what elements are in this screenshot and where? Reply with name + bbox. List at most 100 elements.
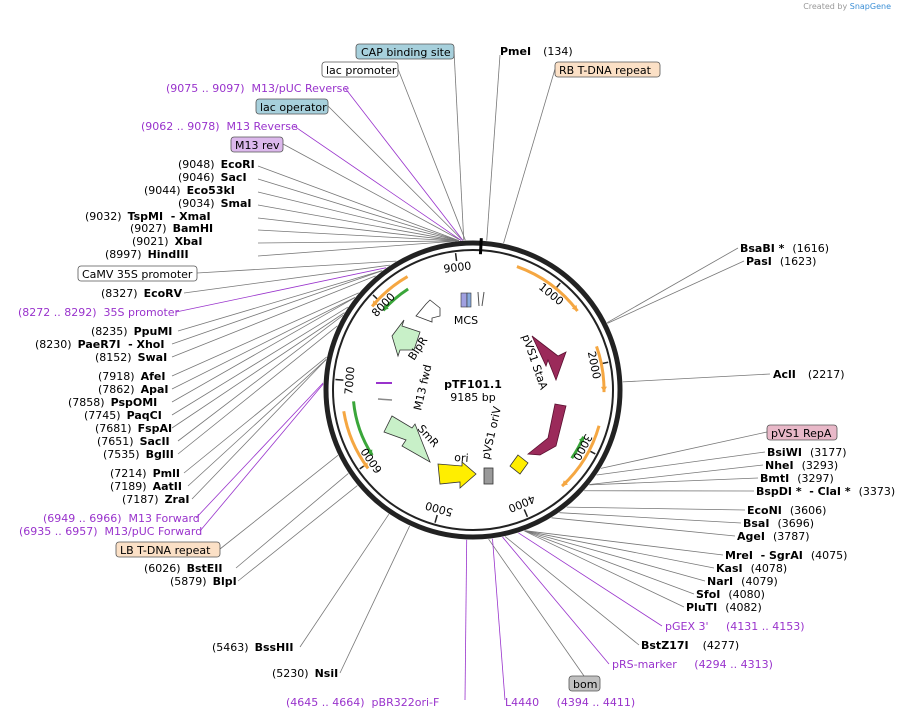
site-acli[interactable]: AclI(2217) — [773, 368, 844, 381]
connector-site-12 — [171, 275, 376, 358]
connector-site-18 — [177, 314, 344, 442]
primer-m13-puc-forward[interactable]: (6935 .. 6957) M13/pUC Forward — [19, 525, 202, 538]
primer-prs-marker[interactable]: pRS-marker (4294 .. 4313) — [612, 658, 773, 671]
connector-site-15 — [171, 297, 355, 403]
site-nhei[interactable]: NheI(3293) — [765, 459, 838, 472]
feature-lb-t-dna-repeat[interactable]: LB T-DNA repeat — [115, 541, 221, 558]
site-ppumi[interactable]: (8235)PpuMI — [91, 325, 172, 338]
connector-primer-3 — [195, 382, 324, 519]
primer-m13-forward[interactable]: (6949 .. 6966) M13 Forward — [43, 512, 200, 525]
connector-site-19 — [177, 325, 338, 455]
svg-text:M13 rev: M13 rev — [235, 139, 280, 152]
site-smai[interactable]: (9034)SmaI — [178, 197, 251, 210]
connector-site-4 — [257, 204, 458, 242]
site-nsii[interactable]: (5230)NsiI — [272, 667, 338, 680]
site-saci[interactable]: (9046)SacI — [178, 171, 247, 184]
site-pluti[interactable]: PluTI(4082) — [686, 601, 762, 614]
site-econi[interactable]: EcoNI(3606) — [747, 504, 826, 517]
site-hindiii[interactable]: (8997)HindIII — [105, 248, 189, 261]
connector-site-2 — [257, 178, 459, 242]
site-sacii[interactable]: (7651)SacII — [97, 435, 170, 448]
feature-label-mcs: MCS — [454, 314, 478, 327]
primer-l4440[interactable]: L4440 (4394 .. 4411) — [505, 696, 635, 709]
site-sfoi[interactable]: SfoI(4080) — [696, 588, 765, 601]
primer-pbr322ori-f[interactable]: (4645 .. 4664) pBR322ori-F — [286, 696, 439, 709]
connector-site-25 — [299, 513, 390, 648]
svg-text:LB T-DNA repeat: LB T-DNA repeat — [120, 544, 211, 557]
connector-site-10 — [177, 270, 383, 332]
site-bsai[interactable]: BsaI(3696) — [743, 517, 814, 530]
feature-label-m13-fwd: M13 fwd — [411, 363, 434, 411]
site-blpi[interactable]: (5879)BlpI — [170, 575, 237, 588]
site-bamhi[interactable]: (9027)BamHI — [130, 222, 213, 235]
feature-lac-operator[interactable]: lac operator — [255, 98, 329, 115]
snapgene-watermark: Created by SnapGene — [803, 2, 891, 11]
ring-tick-label-9000: 9000 — [443, 259, 472, 275]
feature-camv-35s-promoter[interactable]: CaMV 35S promoter — [77, 265, 198, 282]
feature-arc-orange-2-head — [600, 386, 607, 393]
site-bstz17i[interactable]: BstZ17I(4277) — [641, 639, 739, 652]
connector-box-8 — [488, 538, 585, 677]
feature-pvs1-repa-arrow — [526, 403, 567, 456]
ring-tick-9000 — [454, 253, 458, 262]
site-aatii[interactable]: (7189)AatII — [110, 480, 182, 493]
primer-m13-puc-reverse[interactable]: (9075 .. 9097) M13/pUC Reverse — [166, 82, 349, 95]
site-afei[interactable]: (7918)AfeI — [98, 370, 165, 383]
site-pmei[interactable]: PmeI(134) — [500, 45, 573, 58]
ring-tick-label-5000: 5000 — [424, 499, 454, 519]
site-pasi[interactable]: PasI(1623) — [746, 255, 816, 268]
feature-arc-orange-1 — [516, 265, 579, 312]
site-bsiwi[interactable]: BsiWI(3177) — [767, 446, 847, 459]
feature-label-ori: ori — [454, 451, 469, 465]
connector-site-20 — [183, 356, 327, 474]
site-zrai[interactable]: (7187)ZraI — [122, 493, 190, 506]
site-ecorv[interactable]: (8327)EcoRV — [101, 287, 183, 300]
feature-rb-t-dna-repeat[interactable]: RB T-DNA repeat — [554, 61, 661, 78]
label-connectors — [171, 50, 771, 701]
feature-lac-promoter[interactable]: lac promoter — [321, 61, 399, 78]
connector-site-42 — [504, 536, 640, 646]
feature-grey-box — [483, 467, 494, 485]
primer-m13-reverse[interactable]: (9062 .. 9078) M13 Reverse — [141, 120, 298, 133]
connector-primer-2 — [175, 267, 387, 313]
ring-tick-5000 — [434, 514, 438, 523]
site-kasi[interactable]: KasI(4078) — [716, 562, 787, 575]
site-psp-omi[interactable]: (7858)PspOMI — [68, 396, 157, 409]
site-bsabi[interactable]: BsaBI *(1616) — [740, 242, 829, 255]
feature-pvs1-staa-arrow — [531, 335, 567, 382]
site-bmti[interactable]: BmtI(3297) — [760, 472, 834, 485]
site-agei[interactable]: AgeI(3787) — [737, 530, 810, 543]
site-bsshii[interactable]: (5463)BssHII — [212, 641, 293, 654]
site-apai[interactable]: (7862)ApaI — [98, 383, 168, 396]
feature-m13-rev[interactable]: M13 rev — [230, 136, 284, 153]
primer-pgex3[interactable]: pGEX 3' (4131 .. 4153) — [665, 620, 805, 633]
site-bspdi-clai[interactable]: BspDI * - ClaI *(3373) — [756, 485, 895, 498]
site-pmli[interactable]: (7214)PmlI — [110, 467, 180, 480]
site-nari[interactable]: NarI(4079) — [707, 575, 778, 588]
connector-primer-7 — [464, 539, 468, 701]
feature-cap-binding-site[interactable]: CAP binding site — [355, 43, 455, 60]
site-xbai[interactable]: (9021)XbaI — [132, 235, 202, 248]
svg-text:lac operator: lac operator — [260, 101, 327, 114]
mcs-box-2 — [466, 292, 472, 308]
feature-arc-orange-1-head — [571, 304, 578, 312]
site-bglii[interactable]: (7535)BglII — [103, 448, 174, 461]
site-eco53ki[interactable]: (9044)Eco53kI — [144, 184, 235, 197]
primer-35s-promoter[interactable]: (8272 .. 8292) 35S promoter — [18, 306, 180, 319]
site-bsteii[interactable]: (6026)BstEII — [144, 562, 222, 575]
site-swai[interactable]: (8152)SwaI — [95, 351, 167, 364]
connector-box-4 — [196, 260, 397, 274]
site-ecori[interactable]: (9048)EcoRI — [178, 158, 255, 171]
connector-site-7 — [257, 240, 457, 244]
site-paer7i-xhoi[interactable]: (8230)PaeR7I - XhoI — [35, 338, 164, 351]
svg-text:CaMV 35S promoter: CaMV 35S promoter — [82, 268, 193, 281]
site-tspmi-xmai[interactable]: (9032)TspMI - XmaI — [85, 210, 211, 223]
connector-site-3 — [257, 191, 459, 242]
feature-bom[interactable]: bom — [568, 675, 601, 692]
site-paqci[interactable]: (7745)PaqCI — [84, 409, 162, 422]
feature-pvs1-repa[interactable]: pVS1 RepA — [766, 424, 838, 441]
site-fspai[interactable]: (7681)FspAI — [95, 422, 172, 435]
site-mrei-sgrai[interactable]: MreI - SgrAI(4075) — [725, 549, 847, 562]
connector-site-0 — [486, 54, 501, 241]
feature-arc-green-3-head — [383, 304, 389, 311]
